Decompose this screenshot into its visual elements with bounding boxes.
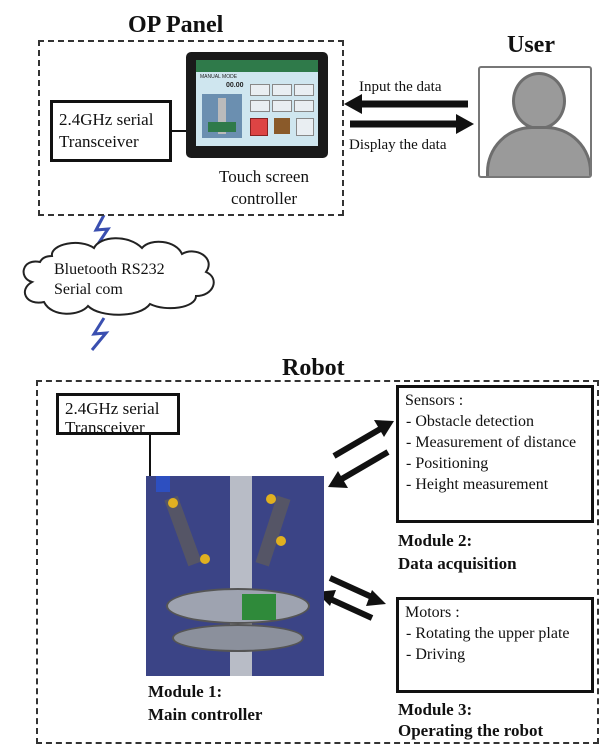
lightning-bottom-icon <box>90 317 110 351</box>
op-transceiver-label: 2.4GHz serial Transceiver <box>59 110 154 151</box>
cloud-shape <box>22 237 215 316</box>
input-arrow <box>344 94 468 114</box>
screen-button <box>250 100 270 112</box>
input-data-label: Input the data <box>359 79 442 95</box>
robot-transceiver-label: 2.4GHz serial Transceiver <box>65 399 160 437</box>
robot-title: Robot <box>282 355 345 381</box>
user-title: User <box>507 32 555 58</box>
sensors-item: - Height measurement <box>406 476 549 493</box>
display-data-label: Display the data <box>349 137 447 153</box>
screen-button <box>272 100 292 112</box>
robot-gripper <box>156 476 170 492</box>
robot-base-plate <box>172 624 304 652</box>
sensors-item: - Obstacle detection <box>406 413 534 430</box>
sensors-item: - Measurement of distance <box>406 434 577 451</box>
sensors-list: - Obstacle detection - Measurement of di… <box>405 411 585 495</box>
module2-title: Module 2: <box>398 531 473 550</box>
op-transceiver-link <box>172 130 186 132</box>
robot-joint <box>276 536 286 546</box>
motors-item: - Driving <box>406 646 466 663</box>
robot-plate <box>166 588 310 624</box>
touch-screen-label: Touch screen controller <box>219 167 309 208</box>
robot-arm-right <box>255 495 291 567</box>
screen-button <box>296 118 314 136</box>
screen-button <box>294 84 314 96</box>
sensors-box: Sensors : - Obstacle detection - Measure… <box>396 385 594 523</box>
screen-icon-button <box>274 118 290 134</box>
display-arrow <box>350 114 474 134</box>
user-body <box>486 126 590 176</box>
module1-subtitle: Main controller <box>148 705 263 724</box>
screen-button <box>250 84 270 96</box>
screen-button <box>272 84 292 96</box>
module3-title: Module 3: <box>398 700 473 719</box>
sensors-item: - Positioning <box>406 455 489 472</box>
robot-frame <box>36 380 599 744</box>
robot-circuit-board <box>242 594 276 620</box>
user-head <box>512 72 566 130</box>
screen-header-bar <box>196 60 318 72</box>
module1-title: Module 1: <box>148 682 223 701</box>
robot-joint <box>200 554 210 564</box>
comm-label: Bluetooth RS232 Serial com <box>54 261 165 298</box>
screen-stop-button <box>250 118 268 136</box>
lightning-top-icon <box>93 214 111 248</box>
sensors-arrows <box>328 420 394 488</box>
module3-subtitle: Operating the robot <box>398 721 544 740</box>
robot-image <box>146 476 324 676</box>
robot-transceiver-box: 2.4GHz serial Transceiver <box>56 393 180 437</box>
motors-list: - Rotating the upper plate - Driving <box>405 623 585 665</box>
screen-mode-label: MANUAL MODE <box>200 74 238 80</box>
touch-screen-device: MANUAL MODE 00.00 <box>186 52 328 158</box>
op-transceiver-box: 2.4GHz serial Transceiver <box>50 100 172 162</box>
motors-item: - Rotating the upper plate <box>406 625 570 642</box>
op-panel-title: OP Panel <box>128 12 224 38</box>
motors-box: Motors : - Rotating the upper plate - Dr… <box>396 597 594 693</box>
screen-button <box>294 100 314 112</box>
op-panel-frame <box>38 40 344 216</box>
screen-value: 00.00 <box>226 82 244 89</box>
user-icon <box>478 66 592 178</box>
touch-screen-display: MANUAL MODE 00.00 <box>196 60 318 146</box>
robot-joint <box>266 494 276 504</box>
module2-subtitle: Data acquisition <box>398 554 517 573</box>
sensors-title: Sensors : <box>405 392 464 409</box>
robot-joint <box>168 498 178 508</box>
motors-title: Motors : <box>405 604 460 621</box>
screen-robot-thumbnail <box>202 94 242 138</box>
